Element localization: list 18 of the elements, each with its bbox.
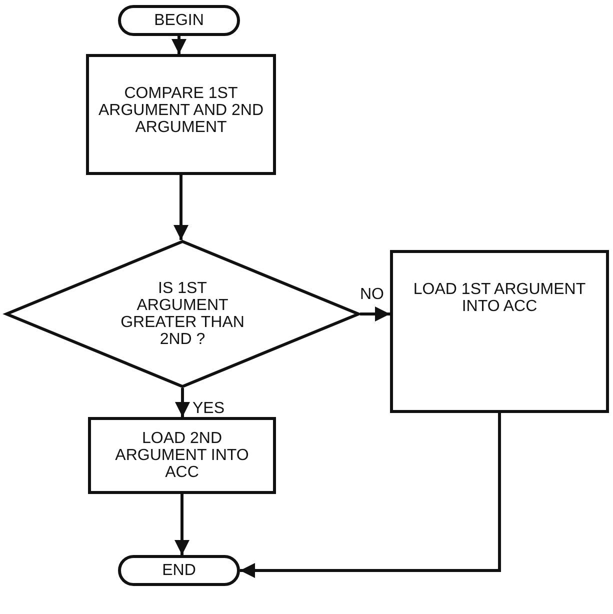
terminal-box <box>118 5 240 36</box>
node-label: LOAD 1ST ARGUMENT INTO ACC <box>412 281 587 315</box>
terminal-box <box>118 555 240 586</box>
arrow <box>175 388 190 417</box>
decision-diamond <box>5 240 360 388</box>
node-label: LOAD 2ND ARGUMENT INTO ACC <box>114 430 250 481</box>
arrow <box>172 36 186 54</box>
arrow <box>174 175 188 240</box>
process-box <box>390 250 609 413</box>
arrow <box>174 494 190 555</box>
arrow <box>240 413 501 578</box>
node-label: BEGIN <box>154 12 204 29</box>
process-box <box>88 417 276 494</box>
node-label: IS 1ST ARGUMENT GREATER THAN 2ND ? <box>120 280 246 348</box>
node-label: COMPARE 1ST ARGUMENT AND 2ND ARGUMENT <box>97 85 265 136</box>
node-label: END <box>162 562 196 579</box>
arrow <box>360 306 390 322</box>
process-box <box>86 54 276 175</box>
